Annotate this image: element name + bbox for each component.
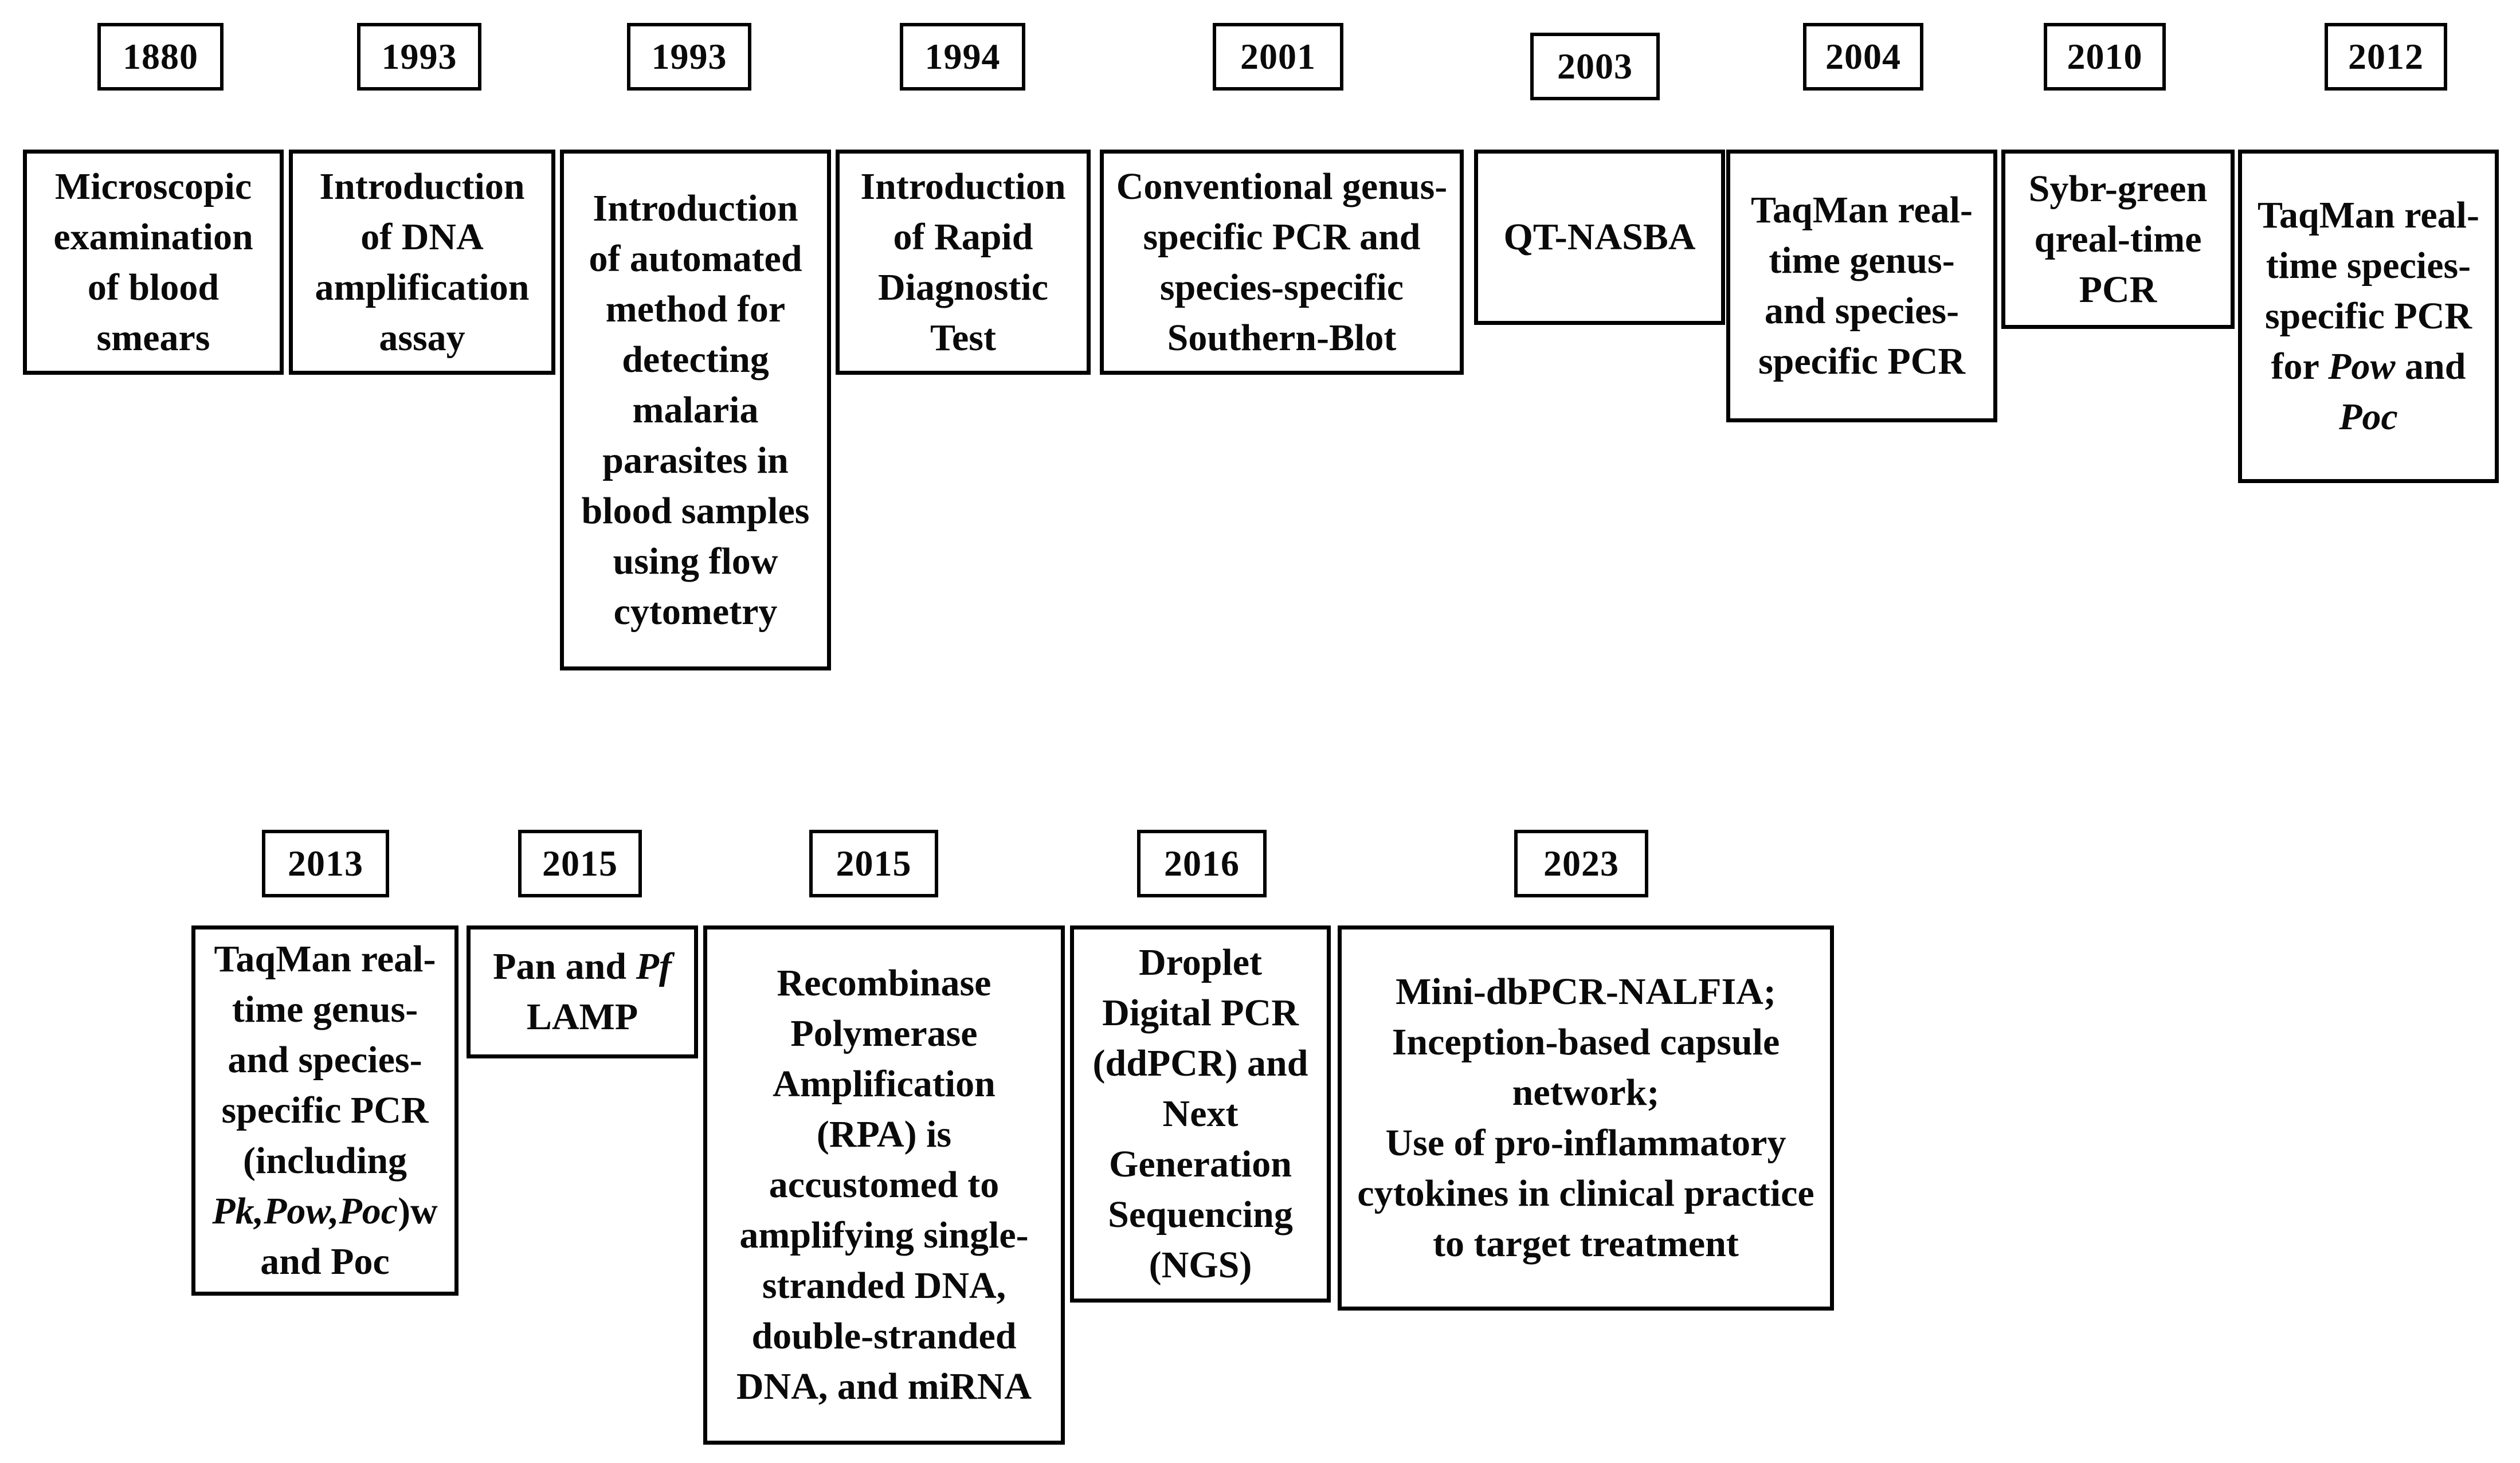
year-box: 2023	[1514, 830, 1648, 897]
year-box: 2003	[1530, 33, 1660, 100]
event-box: TaqMan real-time genus-and species-speci…	[1726, 150, 1997, 422]
year-box: 2013	[262, 830, 389, 897]
event-box: QT-NASBA	[1474, 150, 1725, 325]
year-box: 1993	[357, 23, 481, 91]
year-box: 2004	[1803, 23, 1923, 91]
year-box: 2015	[809, 830, 938, 897]
year-box: 2015	[518, 830, 642, 897]
year-box: 2012	[2325, 23, 2447, 91]
event-box: TaqMan real-time genus-and species-speci…	[191, 925, 458, 1296]
year-box: 2016	[1137, 830, 1267, 897]
year-box: 1880	[97, 23, 224, 91]
year-box: 1994	[900, 23, 1025, 91]
year-box: 2010	[2044, 23, 2166, 91]
year-box: 1993	[627, 23, 751, 91]
year-box: 2001	[1213, 23, 1343, 91]
event-box: Mini-dbPCR-NALFIA;Inception-based capsul…	[1338, 925, 1834, 1311]
